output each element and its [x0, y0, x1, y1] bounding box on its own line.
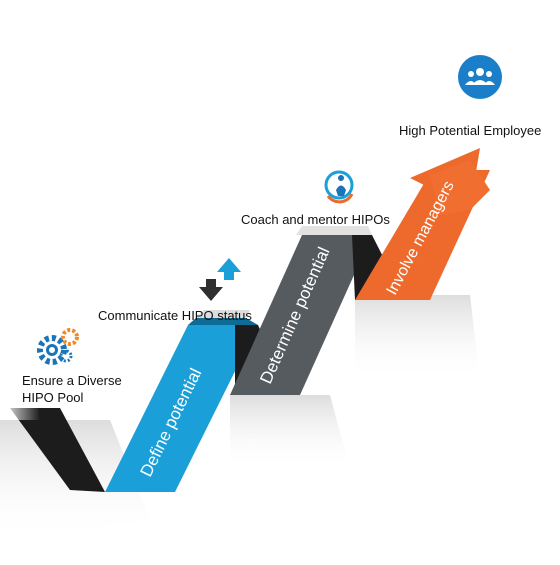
ribbon-blue-fold [188, 318, 258, 325]
label-high-potential: High Potential Employee [399, 123, 542, 138]
label-hipo-pool: HIPO Pool [22, 390, 84, 405]
person-icon [324, 170, 354, 204]
ribbon-orange-arrow-body [430, 160, 490, 215]
ribbon-grey-ledge [296, 226, 372, 235]
floor-shadow-3 [355, 295, 480, 380]
ribbon-start-segment [10, 408, 105, 492]
ribbon-start-fade [0, 408, 40, 420]
label-ensure-diverse: Ensure a Diverse [22, 373, 122, 388]
ribbon-grey-segment [230, 235, 372, 395]
gears-icon [37, 328, 79, 365]
label-coach-mentor: Coach and mentor HIPOs [241, 212, 390, 227]
up-down-arrows-icon [199, 258, 241, 301]
ribbon-blue-segment [105, 325, 258, 492]
ribbon-blue-ledge [196, 310, 250, 318]
group-icon [458, 55, 502, 99]
label-communicate-status: Communicate HIPO status [98, 308, 252, 323]
floor-shadow-2 [230, 395, 350, 470]
